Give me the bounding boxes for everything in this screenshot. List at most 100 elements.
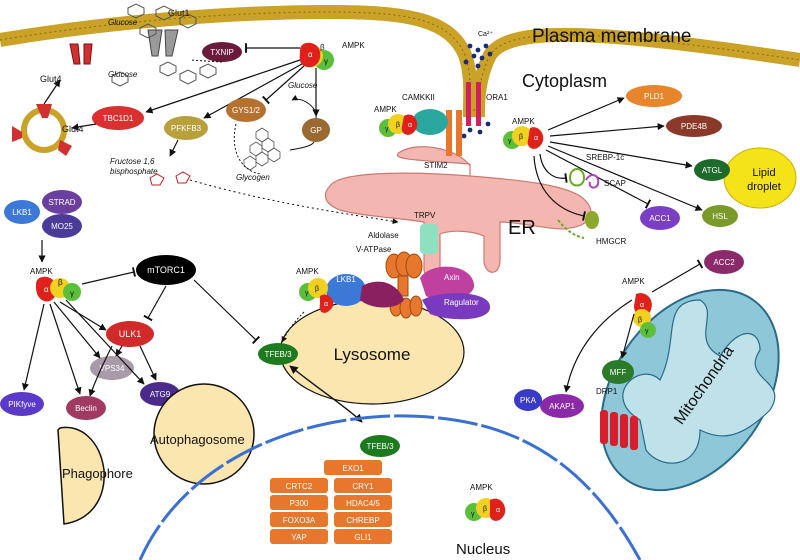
acc1-label: ACC1: [649, 214, 671, 223]
axin-node: [420, 266, 475, 300]
beclin-label: Beclin: [75, 404, 97, 413]
mitochondria-cristae: [622, 299, 776, 464]
fructose-molecules: [149, 171, 191, 186]
ampk-lyso-beta: β: [315, 286, 319, 293]
lipid-droplet-label-2: droplet: [747, 181, 781, 193]
gys-node: [226, 98, 266, 122]
glut1-label: Glut1: [168, 8, 190, 18]
ragulator-node: [422, 293, 491, 320]
tfeb-nuc-node: [360, 435, 400, 457]
stim2-label: STIM2: [424, 161, 448, 170]
er-label: ER: [508, 217, 536, 239]
ampk-complex-right: [503, 126, 544, 149]
ampk-to-pfkfb3: [203, 63, 303, 119]
ampk-top-gamma: γ: [324, 57, 328, 66]
glycogen-molecule: [243, 127, 281, 171]
tbc1d1-to-vesicle: [71, 123, 97, 131]
v-atpase-label: V-ATPase: [356, 245, 392, 254]
hmgcr-node: [585, 211, 599, 229]
lipid-droplet-label-1: Lipid: [752, 167, 775, 179]
pfkfb3-node: [164, 116, 208, 140]
ampk-nuc-label: AMPK: [470, 483, 493, 492]
ulk1-to-atg9: [139, 345, 157, 381]
fructose-to-aldolase: [189, 179, 399, 225]
ulk1-to-beclin: [88, 345, 113, 397]
nuclear-envelope: [138, 414, 642, 560]
ampk-inhibits-acc2: [651, 259, 704, 293]
tfeb-cyto-label: TFEB/3: [264, 350, 292, 359]
glut1-transporter: [147, 29, 179, 57]
ampk-nuc-alpha: α: [496, 507, 500, 514]
glucose-right-label: Glucose: [288, 81, 318, 90]
autophagosome-label: Autophagosome: [150, 432, 245, 447]
nuc-box-3: [270, 495, 328, 510]
ulk1-label: ULK1: [119, 329, 142, 339]
glucose-top-label: Glucose: [108, 18, 138, 27]
nuc-target-2: CRY1: [352, 482, 374, 491]
ampk-to-atg9: [65, 299, 145, 385]
nucleus-label: Nucleus: [456, 541, 510, 558]
pikfyve-label: PIKfyve: [8, 400, 36, 409]
fructose-label-line1: Fructose 1,6: [110, 157, 155, 166]
plasma-membrane-label: Plasma membrane: [532, 26, 691, 47]
nuc-box-7: [270, 529, 328, 544]
ampk-complex-mito: [633, 293, 656, 338]
tfeb-nuc-label: TFEB/3: [366, 442, 394, 451]
ampk-complex-top: [299, 42, 334, 70]
lysosome-label: Lysosome: [334, 345, 411, 364]
aldolase-label: Aldolase: [368, 231, 399, 240]
ampk-mito-beta: β: [638, 317, 642, 324]
ampk-to-tbc1d1: [145, 59, 301, 114]
tfeb-cyto-node: [258, 343, 298, 365]
acc2-label: ACC2: [713, 258, 735, 267]
mff-label: MFF: [610, 368, 627, 377]
gp-node: [302, 118, 330, 142]
lkb1-left-node: [4, 200, 40, 224]
phagophore-label: Phagophore: [62, 466, 133, 481]
ampk-inhibits-gys: [262, 65, 305, 105]
hsl-node: [702, 205, 738, 227]
ampk-right-beta: β: [519, 134, 523, 141]
ampk-to-hsl: [547, 145, 703, 211]
ampk-mito-alpha: α: [640, 302, 644, 309]
mo25-node: [42, 214, 82, 238]
ampk-mito-label: AMPK: [622, 277, 645, 286]
pde4b-node: [666, 115, 722, 137]
ampk-to-pde4b: [549, 122, 665, 137]
ampk-inhibits-hmgcr: [533, 155, 586, 221]
ampk-nuc-beta: β: [483, 506, 487, 513]
nuc-target-3: P300: [290, 499, 309, 508]
scap-protein: [585, 174, 600, 189]
ampk-to-mff: [620, 313, 635, 359]
lkb1-left-label: LKB1: [12, 208, 32, 217]
pka-label: PKA: [520, 396, 537, 405]
strad-node: [42, 190, 82, 214]
strad-label: STRAD: [48, 198, 75, 207]
pfkfb3-label: PFKFB3: [171, 124, 202, 133]
glucose-molecules-top: [111, 3, 217, 87]
ampk-nuc-gamma: γ: [471, 511, 475, 518]
acc1-node: [640, 206, 680, 230]
ampk-to-pld1: [547, 97, 625, 131]
trpv-label: TRPV: [414, 211, 436, 220]
phagophore: [57, 426, 105, 525]
glucose-mid-label: Glucose: [108, 70, 138, 79]
pka-node: [514, 389, 542, 411]
tbc1d1-node: [92, 106, 144, 130]
pld1-label: PLD1: [644, 92, 665, 101]
txnip-node: [202, 42, 242, 62]
glycogen-to-gp: [289, 141, 315, 151]
ampk-right-alpha: α: [534, 135, 538, 142]
lkb1-lysosome-node: [326, 274, 366, 306]
camkkii-node: [412, 109, 448, 135]
mtorc1-label: mTORC1: [147, 265, 185, 275]
ampk-to-pikfyve: [21, 303, 45, 391]
ampk-to-vps34: [53, 301, 101, 359]
glut4-vesicle-label: Glut4: [62, 124, 84, 134]
nuclear-targets: EXO1 CRTC2 CRY1 P300 HDAC4/5 FOXO3A CHRE…: [270, 460, 392, 544]
ampk-top-alpha: α: [308, 50, 313, 59]
ora1-channel: [466, 82, 481, 126]
nuc-target-7: YAP: [291, 533, 306, 542]
acc2-node: [704, 250, 744, 274]
ulk1-node: [106, 321, 154, 347]
